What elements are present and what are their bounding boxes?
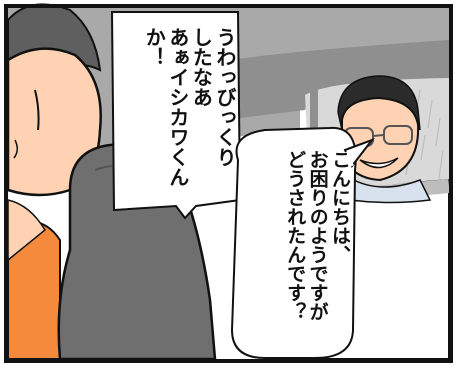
driver-smile — [359, 157, 399, 169]
driver-shirt — [349, 176, 432, 204]
sweat-drop — [13, 139, 18, 159]
left-character-neck — [7, 199, 46, 262]
tail-joint-cover — [344, 151, 354, 167]
speech-text-left: うわっびっくり したなあ あぁイシカワくん か！ — [142, 27, 237, 187]
speech-bubble-right — [230, 126, 357, 359]
panel-border — [4, 4, 453, 363]
window-frame-top — [230, 40, 449, 118]
speech-bubble-left — [110, 11, 242, 220]
driver-face — [341, 96, 420, 182]
left-character-face — [6, 47, 102, 197]
speech-text-right: こんにちは、 お困りのようですが どうされたんです？ — [284, 150, 351, 321]
face-line — [34, 89, 40, 131]
